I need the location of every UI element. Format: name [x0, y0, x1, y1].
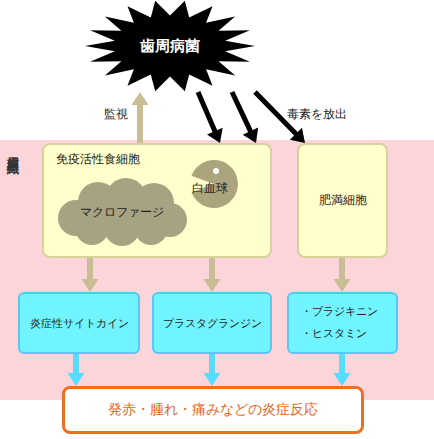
arrow-connector	[68, 354, 85, 386]
macrophage-cloud: マクロファージ	[56, 178, 188, 246]
arrow-shaft	[137, 104, 143, 143]
arrow-shaft	[87, 258, 93, 280]
arrow-connector	[232, 92, 258, 143]
mediator-box: 炎症性サイトカイン	[18, 292, 140, 354]
arrow-shaft	[339, 354, 345, 374]
arrow-shaft	[198, 92, 215, 132]
mediator-box: ・ブラジキニン・ヒスタミン	[287, 292, 398, 354]
node-text: 免疫活性食細胞	[56, 151, 140, 168]
bacteria-starburst: 歯周病菌	[85, 0, 255, 92]
arrow-shaft	[73, 354, 79, 374]
arrow-head	[82, 279, 99, 292]
arrow-shaft	[339, 258, 345, 280]
node-text: ・ブラジキニン	[301, 301, 378, 323]
arrow-connector	[204, 354, 221, 386]
arrow-connector	[82, 258, 99, 292]
arrow-shaft	[255, 92, 297, 134]
leukocyte-pacman: 白血球	[186, 158, 246, 210]
annotation-label: 毒素を放出	[287, 106, 347, 123]
arrow-head	[243, 128, 258, 143]
pacman-body	[191, 160, 238, 208]
node-text: 炎症性サイトカイン	[30, 316, 129, 331]
arrow-shaft	[209, 354, 215, 374]
result-box: 発赤・腫れ・痛みなどの炎症反応	[62, 386, 364, 434]
arrow-head	[207, 128, 223, 143]
arrow-connector	[334, 258, 351, 292]
edge-label: 監視	[104, 105, 128, 122]
mast-cell-box: 肥満細胞	[297, 143, 388, 258]
arrow-head	[204, 279, 221, 292]
arrow-connector	[204, 258, 221, 292]
starburst-outline	[85, 1, 255, 92]
mediator-box: プラスタグランジン	[152, 292, 272, 354]
arrow-connector	[255, 92, 305, 143]
node-text: 歯周病菌	[140, 37, 200, 56]
tissue-band: 歯周組織免疫活性食細胞マクロファージ 白血球肥満細胞炎症性サイトカイン プラスタグラ…	[0, 140, 434, 400]
node-text: 肥満細胞	[319, 192, 367, 209]
arrow-head	[290, 128, 305, 143]
arrow-head	[68, 373, 85, 386]
arrow-head	[334, 279, 351, 292]
node-text: 歯周組織	[4, 146, 21, 154]
pacman-eye	[213, 168, 219, 174]
node-text: プラスタグランジン	[163, 316, 262, 331]
arrow-shaft	[232, 92, 251, 132]
immune-cell-box: 免疫活性食細胞マクロファージ 白血球	[42, 143, 272, 258]
arrow-connector	[132, 92, 149, 143]
arrow-shaft	[209, 258, 215, 280]
node-text: マクロファージ	[80, 204, 164, 221]
arrow-head	[334, 373, 351, 386]
arrow-head	[204, 373, 221, 386]
arrow-connector	[198, 92, 223, 143]
arrow-connector	[334, 354, 351, 386]
node-text: 白血球	[192, 180, 228, 197]
node-text: ・ヒスタミン	[301, 323, 367, 345]
arrow-head	[132, 92, 149, 105]
node-text: 発赤・腫れ・痛みなどの炎症反応	[108, 401, 318, 419]
